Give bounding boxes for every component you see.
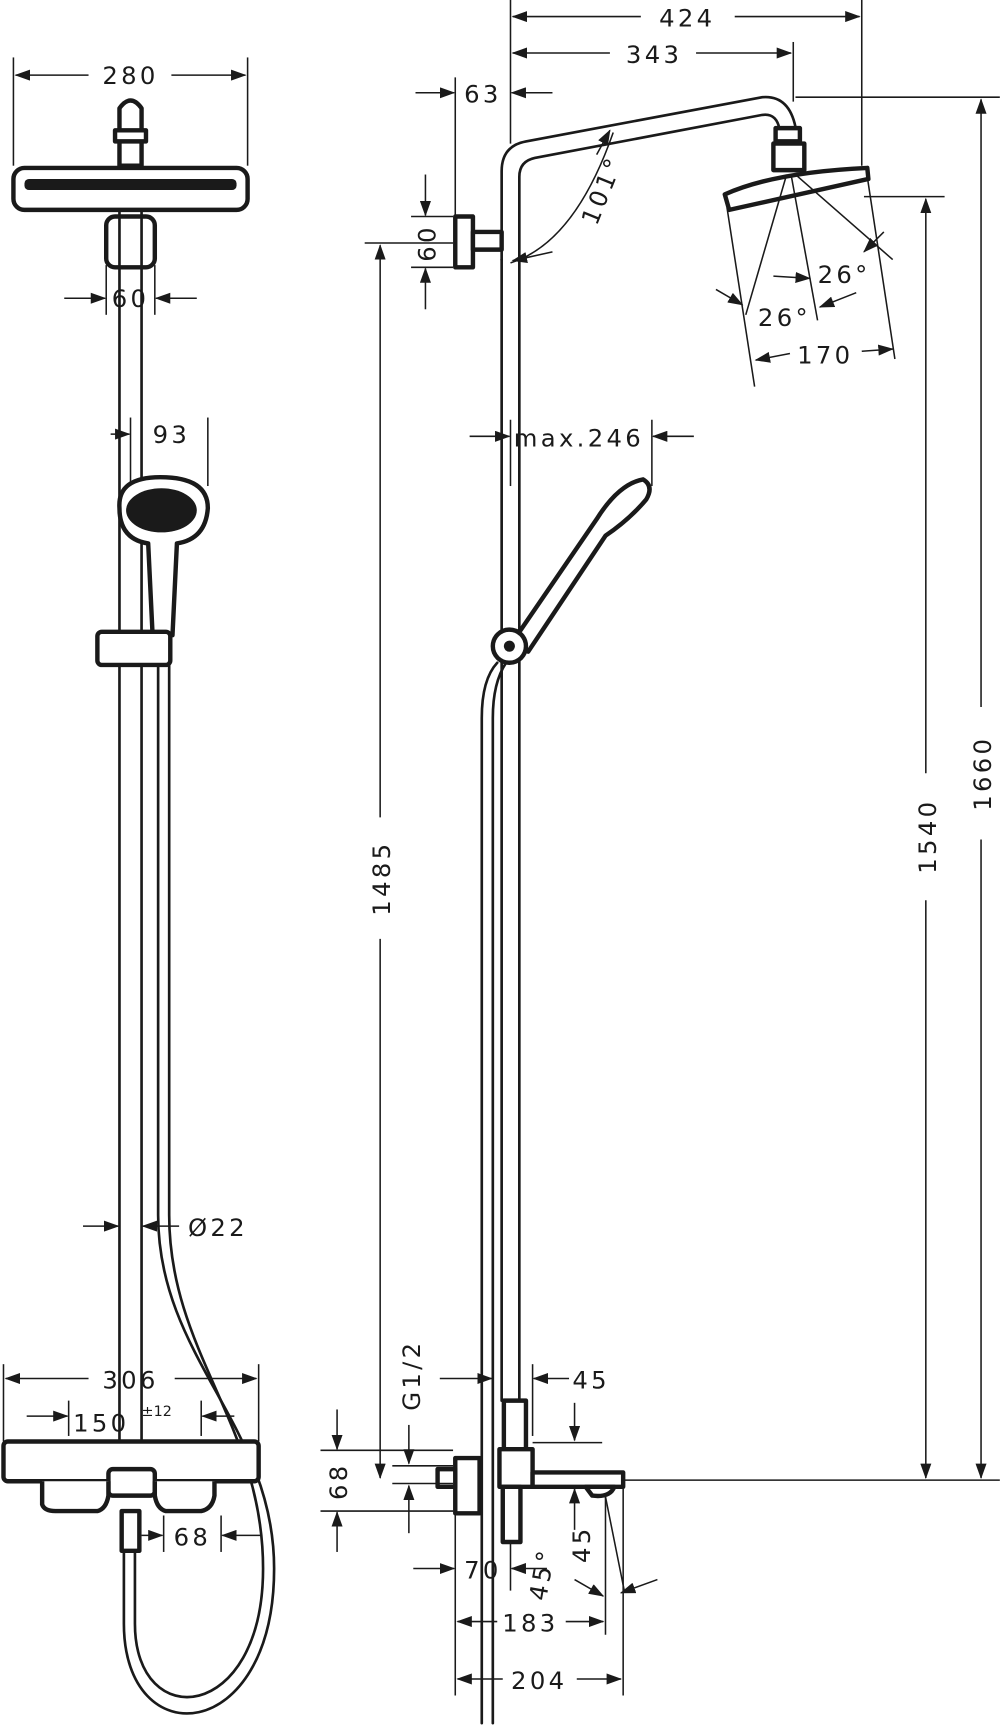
dim-hand-shower-width: 93 (110, 417, 209, 487)
label-93: 93 (153, 420, 191, 449)
label-150: 150 (73, 1409, 129, 1438)
spray-face (126, 488, 197, 533)
label-26-degree-lower: 26° (758, 303, 811, 332)
dim-bracket-height: 60 (411, 174, 454, 310)
dim-head-height: 1540 (863, 195, 945, 1480)
slider-front (95, 629, 173, 668)
dim-thread: G1/2 (397, 1340, 493, 1411)
arm-nut (112, 128, 149, 144)
label-tolerance: ±12 (142, 1404, 172, 1420)
diverter-knob (106, 1466, 158, 1498)
dim-mixer-height: 68 (320, 1409, 454, 1552)
label-424: 424 (659, 4, 715, 33)
label-101-degree: 101° (575, 151, 629, 228)
slider-knob (503, 640, 515, 652)
label-68-front: 68 (174, 1522, 212, 1551)
hose-side-outer (480, 661, 499, 1725)
dim-bracket-width: 60 (64, 265, 197, 315)
spout-side (530, 1470, 626, 1489)
bracket-connector (470, 229, 504, 252)
ball-joint-nut (773, 125, 803, 144)
label-280: 280 (102, 61, 158, 90)
dim-riser-offset: 45 (531, 1364, 610, 1436)
label-45-degree: 45° (523, 1545, 561, 1602)
label-60: 60 (112, 284, 150, 313)
mixer-part-left (39, 1481, 111, 1514)
side-view: 424 343 63 101° 60 (320, 0, 1000, 1725)
label-diameter-22: Ø22 (188, 1213, 248, 1242)
label-183: 183 (502, 1608, 558, 1637)
label-g1-2: G1/2 (397, 1340, 426, 1411)
dim-hand-shower-reach: max.246 (469, 419, 694, 487)
shower-arm-inner (518, 113, 782, 261)
riser-sleeve (501, 1398, 529, 1452)
label-max-246: max.246 (514, 423, 644, 452)
mixer-part-right (152, 1481, 217, 1514)
hose-front-outer (122, 663, 276, 1715)
wall-bracket-side (453, 214, 476, 270)
ball-joint (771, 141, 807, 173)
dim-pipe-diameter: Ø22 (83, 1213, 248, 1242)
dim-head-diameter: 170 (754, 340, 894, 369)
label-45-spout: 45 (567, 1525, 596, 1563)
shower-arm-outer (500, 95, 797, 261)
hose-front-inner (133, 663, 265, 1699)
label-68-side: 68 (324, 1462, 353, 1500)
thermostat-side (453, 1455, 482, 1516)
dim-connection-spacing: 150 ±12 (26, 1400, 235, 1438)
label-45-top: 45 (572, 1365, 610, 1394)
label-1485: 1485 (367, 841, 396, 916)
dim-bracket-mount-height: 1485 (364, 242, 454, 1480)
dim-spout-projection-183: 183 (456, 1608, 605, 1637)
dim-arm-projection: 343 (511, 40, 793, 69)
hose-side-inner (491, 661, 508, 1725)
wall-bracket-front (104, 214, 158, 270)
label-170: 170 (797, 340, 853, 369)
dim-spray-angles: 26° 26° (715, 231, 885, 332)
nozzle-band (24, 178, 237, 190)
label-306: 306 (102, 1365, 158, 1394)
label-26-degree-upper: 26° (818, 260, 871, 289)
label-1540: 1540 (913, 799, 942, 874)
dim-outlet-width: 68 (141, 1515, 261, 1552)
dim-wall-offset: 63 (415, 80, 553, 109)
dim-spout-projection-204: 204 (456, 1488, 624, 1696)
front-view: 280 60 93 Ø22 (1, 57, 276, 1715)
wall-connector (435, 1466, 458, 1489)
lower-connector (500, 1484, 523, 1545)
label-63: 63 (464, 80, 502, 109)
diverter-block (497, 1447, 535, 1489)
dim-spout-angle: 45 45° (523, 1496, 658, 1635)
spout-connector (119, 1508, 142, 1554)
hand-shower-side (512, 477, 652, 654)
dim-total-projection: 424 (511, 4, 861, 33)
spout-aerator (583, 1484, 617, 1499)
label-204: 204 (511, 1666, 567, 1695)
dim-mixer-depth: 70 (413, 1513, 547, 1696)
label-343: 343 (626, 40, 682, 69)
overhead-shower-side (722, 165, 871, 213)
dim-total-height: 1660 (624, 96, 1000, 1481)
label-70: 70 (464, 1555, 502, 1584)
label-1660: 1660 (968, 736, 997, 811)
dim-head-width: 280 (12, 57, 249, 166)
dim-thermostat-width: 306 (2, 1364, 260, 1442)
